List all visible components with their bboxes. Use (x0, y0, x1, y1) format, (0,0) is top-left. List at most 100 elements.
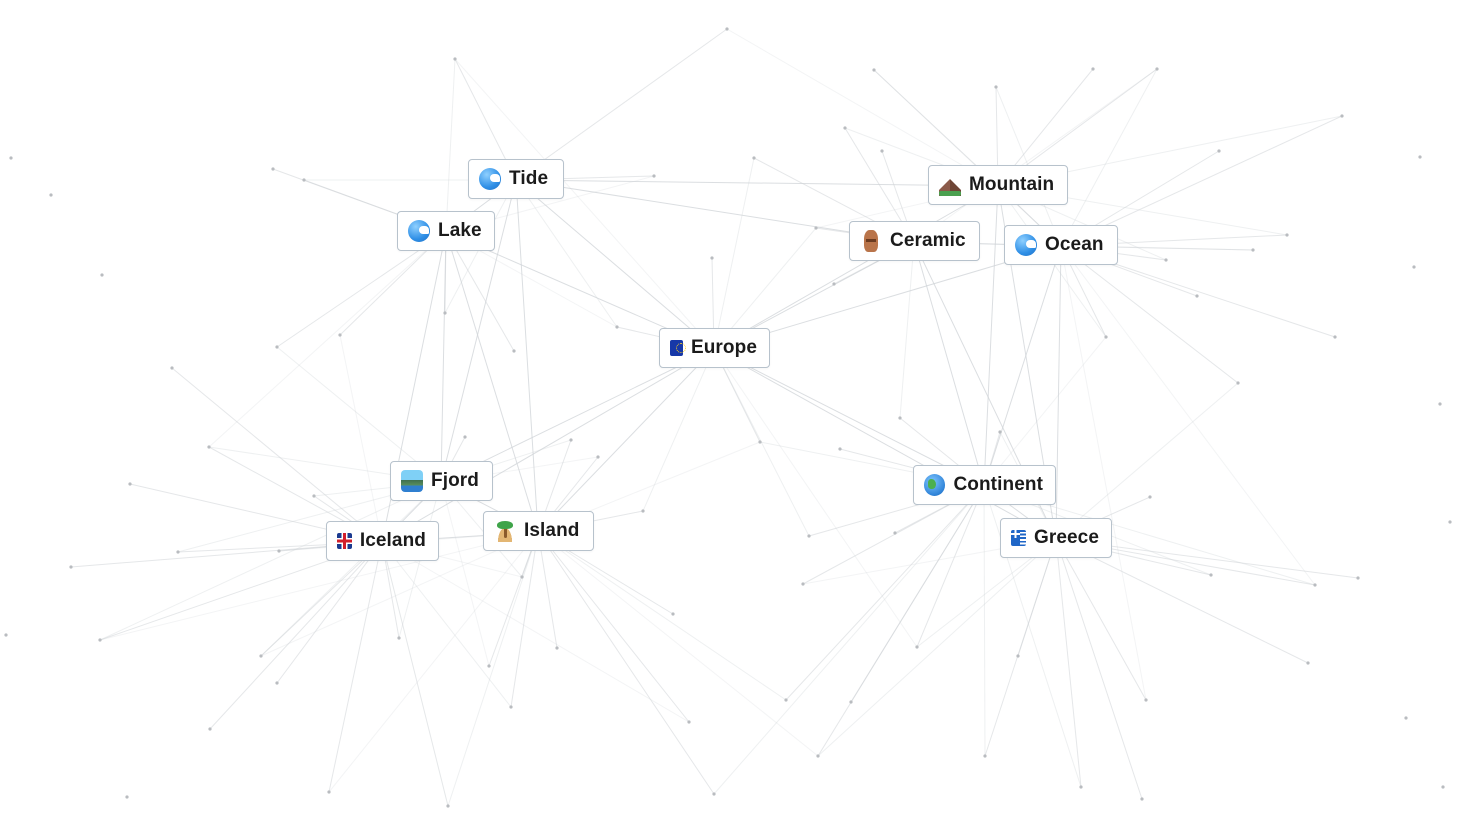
element-lake[interactable]: Lake (397, 211, 495, 251)
node-dot (843, 126, 847, 130)
connection-line (381, 541, 512, 708)
element-label: Iceland (359, 530, 426, 551)
connection-line (1055, 245, 1062, 540)
node-dot (596, 455, 600, 459)
node-dot (710, 256, 714, 260)
element-fjord[interactable]: Fjord (390, 461, 493, 501)
connection-line (171, 367, 383, 543)
node-dot (98, 638, 102, 642)
connection-line (99, 531, 539, 641)
connection-line (899, 241, 915, 419)
fjord-icon (401, 470, 423, 492)
node-dot (898, 416, 902, 420)
node-dot (446, 804, 450, 808)
node-dot (1438, 402, 1442, 406)
wave-icon (479, 168, 501, 190)
connection-line (328, 541, 383, 793)
node-dot (302, 178, 306, 182)
node-dot (615, 325, 619, 329)
connection-line (260, 481, 442, 657)
node-dot (784, 698, 788, 702)
connection-line (537, 531, 787, 701)
element-label: Continent (953, 474, 1043, 495)
node-dot (1217, 149, 1221, 153)
node-dot (453, 57, 457, 61)
node-dot (1155, 67, 1159, 71)
wave-icon (408, 220, 430, 242)
node-dot (1091, 67, 1095, 71)
element-continent[interactable]: Continent (913, 465, 1056, 505)
node-dot (1195, 294, 1199, 298)
element-label: Greece (1033, 527, 1099, 548)
node-dot (1441, 785, 1445, 789)
element-ocean[interactable]: Ocean (1004, 225, 1118, 265)
connection-line (983, 245, 1062, 487)
element-label: Europe (690, 337, 757, 358)
node-dot (1340, 114, 1344, 118)
connection-line (454, 58, 715, 350)
node-dot (520, 575, 524, 579)
connection-line (1055, 538, 1143, 800)
node-dot (1412, 265, 1416, 269)
connection-line (440, 481, 490, 667)
node-dot (170, 366, 174, 370)
iceland-flag-icon (337, 533, 352, 549)
element-ceramic[interactable]: Ceramic (849, 221, 980, 261)
node-dot (259, 654, 263, 658)
amphora-icon (864, 230, 878, 252)
wave-icon (1015, 234, 1037, 256)
element-europe[interactable]: Europe (659, 328, 770, 368)
node-dot (443, 311, 447, 315)
node-dot (9, 156, 13, 160)
connection-line (713, 348, 918, 648)
connection-line (276, 541, 383, 684)
node-dot (652, 174, 656, 178)
connection-line (537, 531, 715, 795)
node-dot (849, 700, 853, 704)
node-dot (1313, 583, 1317, 587)
connection-line (99, 481, 442, 641)
node-dot (49, 193, 53, 197)
connection-line (328, 531, 539, 793)
greece-flag-icon (1011, 530, 1026, 546)
connection-line (515, 179, 715, 350)
node-dot (1333, 335, 1337, 339)
node-dot (915, 645, 919, 649)
node-dot (816, 754, 820, 758)
node-dot (208, 727, 212, 731)
connection-line (510, 531, 539, 708)
connection-line (983, 336, 1107, 487)
node-dot (671, 612, 675, 616)
node-dot (801, 582, 805, 586)
connection-line (983, 185, 999, 487)
node-dot (569, 438, 573, 442)
element-greece[interactable]: Greece (1000, 518, 1112, 558)
connection-line (713, 348, 1057, 540)
node-dot (312, 494, 316, 498)
node-dot (752, 156, 756, 160)
connection-line (515, 179, 539, 533)
node-dot (487, 664, 491, 668)
element-mountain[interactable]: Mountain (928, 165, 1068, 205)
element-island[interactable]: Island (483, 511, 594, 551)
node-dot (1404, 716, 1408, 720)
node-dot (1209, 573, 1213, 577)
connection-line (850, 485, 985, 703)
connection-line (785, 485, 985, 701)
node-dot (1016, 654, 1020, 658)
mountain-icon (939, 174, 961, 196)
element-label: Fjord (431, 470, 479, 491)
element-iceland[interactable]: Iceland (326, 521, 439, 561)
node-dot (687, 720, 691, 724)
node-dot (1104, 335, 1108, 339)
node-dot (125, 795, 129, 799)
node-dot (277, 549, 281, 553)
element-tide[interactable]: Tide (468, 159, 564, 199)
connection-line (1055, 538, 1147, 701)
node-dot (1285, 233, 1289, 237)
connection-line (445, 58, 456, 233)
connection-line (209, 541, 383, 730)
node-dot (1079, 785, 1083, 789)
